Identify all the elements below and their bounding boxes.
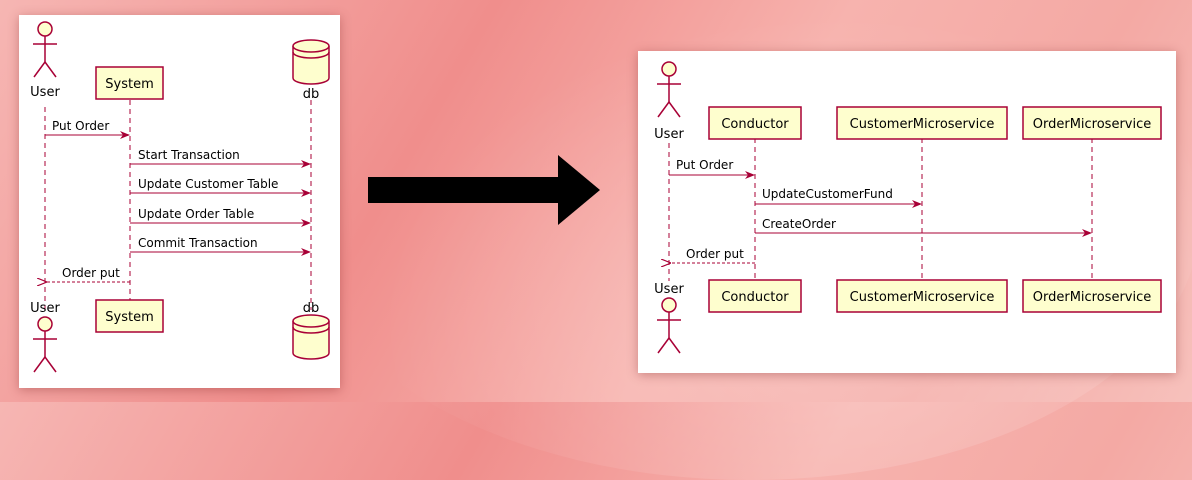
user-label-bottom: User bbox=[654, 282, 684, 297]
message-label-order-put: Order put bbox=[62, 266, 120, 280]
order-label-bottom: OrderMicroservice bbox=[1033, 290, 1152, 305]
message-label-update-order: Update Order Table bbox=[138, 207, 254, 221]
monolith-sequence-diagram: User System db Put Order Start Transacti… bbox=[19, 15, 340, 388]
user-label-top: User bbox=[30, 85, 60, 100]
conductor-label-top: Conductor bbox=[721, 117, 789, 132]
user-actor-icon-top bbox=[33, 21, 57, 78]
system-label-bottom: System bbox=[105, 310, 153, 325]
database-icon-bottom bbox=[292, 314, 330, 360]
user-label-top: User bbox=[654, 127, 684, 142]
conductor-label-bottom: Conductor bbox=[721, 290, 789, 305]
message-label-update-customer: Update Customer Table bbox=[138, 177, 278, 191]
message-label-put-order: Put Order bbox=[676, 158, 733, 172]
system-label-top: System bbox=[105, 77, 153, 92]
transformation-arrow-icon bbox=[368, 155, 600, 225]
customer-box-bottom bbox=[836, 279, 1008, 313]
system-box-bottom bbox=[95, 299, 164, 333]
order-box-bottom bbox=[1022, 279, 1162, 313]
message-label-create-order: CreateOrder bbox=[762, 217, 836, 231]
message-label-commit-transaction: Commit Transaction bbox=[138, 236, 258, 250]
customer-label-top: CustomerMicroservice bbox=[850, 117, 995, 132]
order-box-top bbox=[1022, 106, 1162, 140]
message-label-start-transaction: Start Transaction bbox=[138, 148, 240, 162]
customer-label-bottom: CustomerMicroservice bbox=[850, 290, 995, 305]
customer-box-top bbox=[836, 106, 1008, 140]
user-actor-icon-top bbox=[657, 61, 681, 118]
db-label-bottom: db bbox=[303, 301, 320, 316]
user-actor-icon-bottom bbox=[33, 316, 57, 373]
order-label-top: OrderMicroservice bbox=[1033, 117, 1152, 132]
message-label-put-order: Put Order bbox=[52, 119, 109, 133]
message-label-order-put: Order put bbox=[686, 247, 744, 261]
user-label-bottom: User bbox=[30, 301, 60, 316]
user-actor-icon-bottom bbox=[657, 297, 681, 354]
db-label-top: db bbox=[303, 87, 320, 102]
microservice-sequence-diagram: User Conductor CustomerMicroservice Orde… bbox=[638, 51, 1176, 373]
message-label-update-customer-fund: UpdateCustomerFund bbox=[762, 187, 893, 201]
conductor-box-top bbox=[708, 106, 802, 140]
conductor-box-bottom bbox=[708, 279, 802, 313]
system-box-top bbox=[95, 66, 164, 100]
database-icon-top bbox=[292, 39, 330, 85]
